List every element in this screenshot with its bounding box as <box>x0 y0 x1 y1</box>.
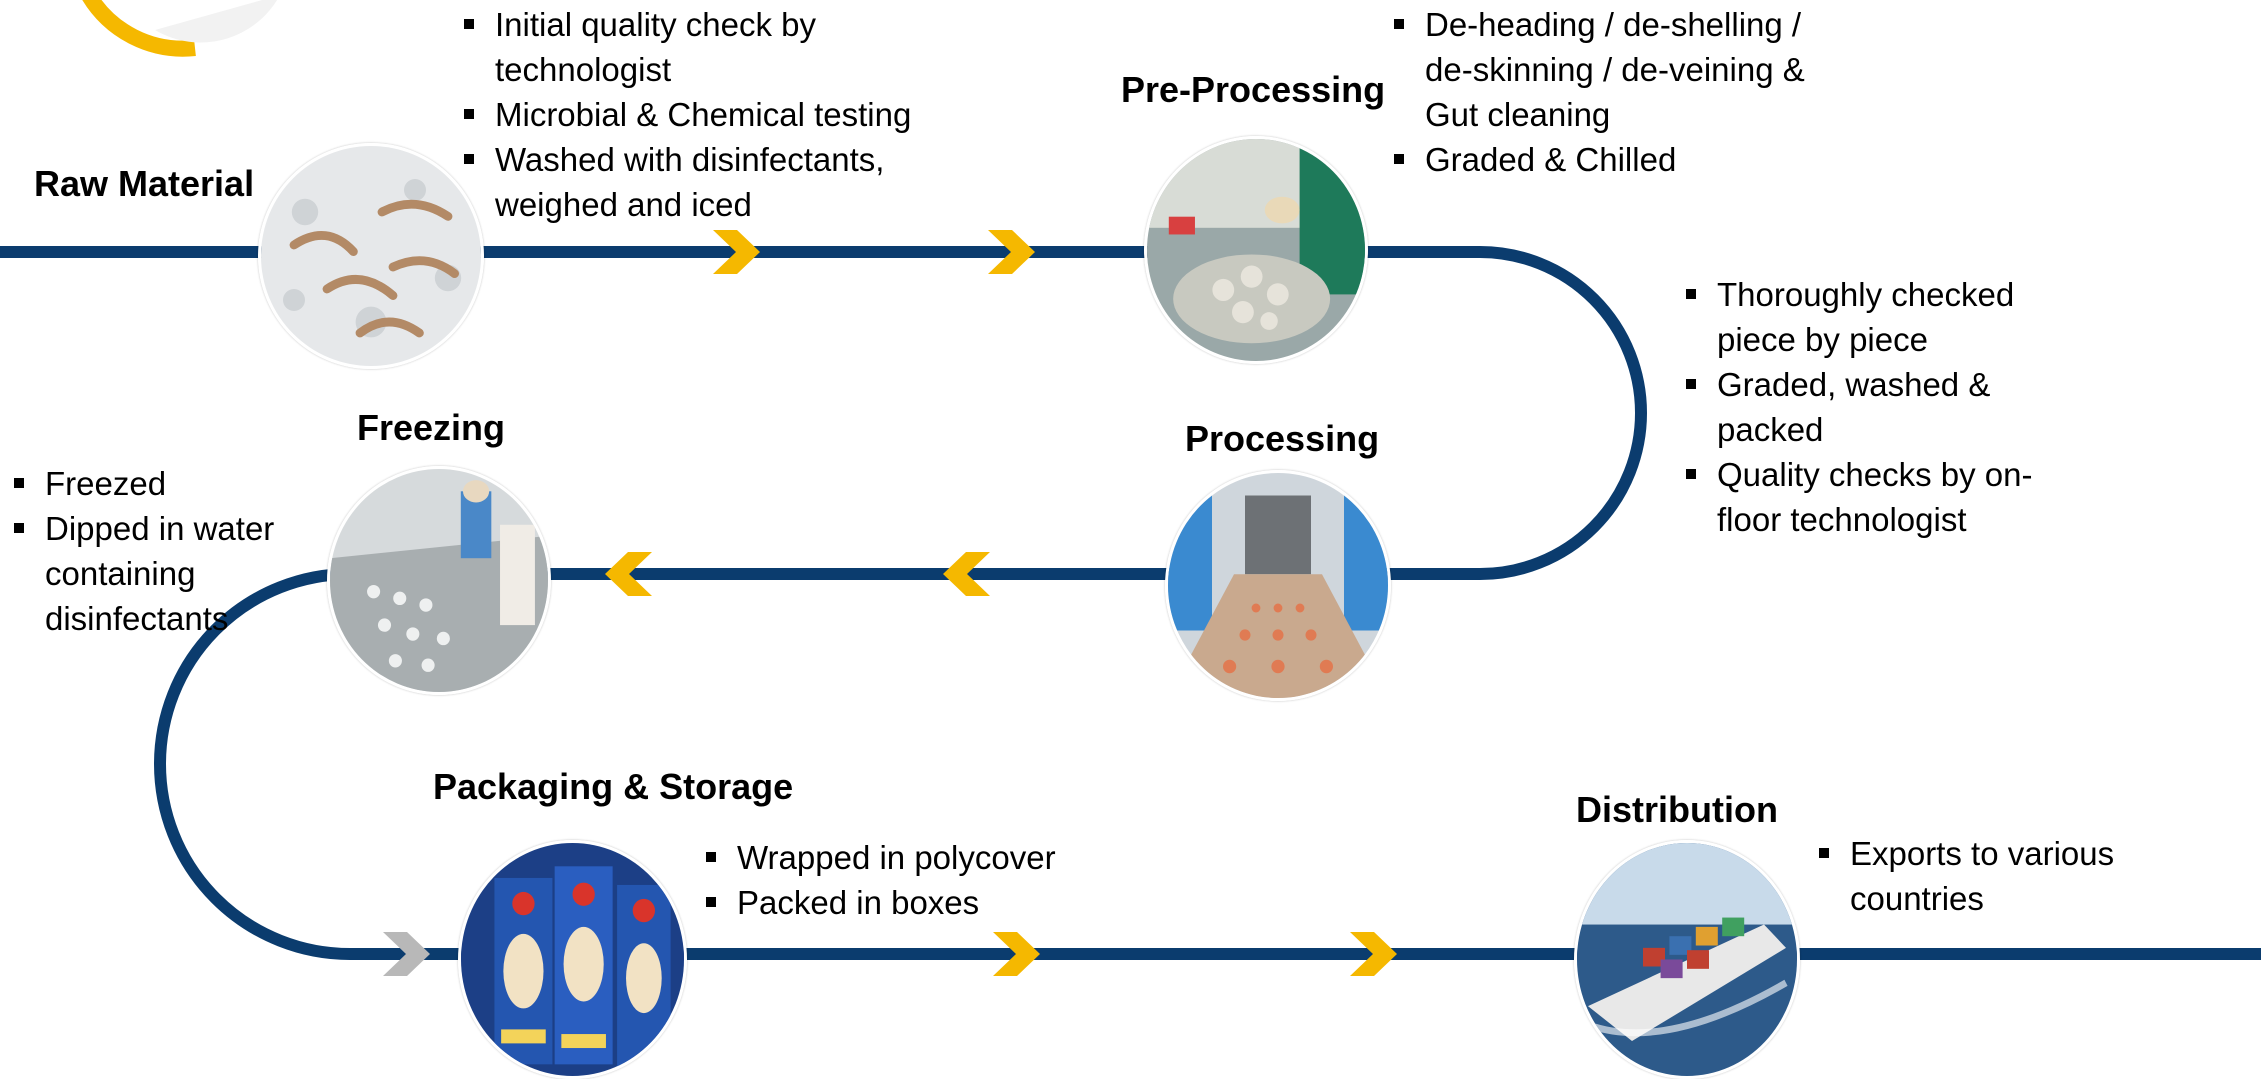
peeling-workers-photo <box>1144 136 1368 364</box>
processing-line-photo <box>1165 470 1391 701</box>
chevron-right-icon <box>1350 932 1397 976</box>
bullet-item: Washed with disinfectants, weighed and i… <box>462 137 982 227</box>
stage-title-raw-material: Raw Material <box>34 163 255 204</box>
stage-title-processing: Processing <box>1185 418 1380 459</box>
stage-title-pre-processing: Pre-Processing <box>1121 69 1386 110</box>
raw-shrimp-on-ice-photo <box>258 143 484 369</box>
bullet-item: Freezed <box>12 461 302 506</box>
pre-processing-bullets: De-heading / de-shelling / de-skinning /… <box>1392 2 1842 182</box>
chevrons <box>383 230 1397 976</box>
chevron-right-icon <box>713 230 760 274</box>
freezing-bullets: Freezed Dipped in water containing disin… <box>12 461 302 641</box>
container-ship-photo <box>1574 840 1800 1079</box>
raw-material-bullets: Initial quality check by technologist Mi… <box>462 2 982 227</box>
stage-title-distribution: Distribution <box>1576 789 1778 830</box>
bullet-item: Graded, washed & packed <box>1684 362 2084 452</box>
chevron-right-icon <box>988 230 1035 274</box>
stage-title-packaging: Packaging & Storage <box>433 766 794 807</box>
packaging-bullets: Wrapped in polycover Packed in boxes <box>704 835 1164 925</box>
bullet-item: Exports to various countries <box>1817 831 2147 921</box>
bullet-item: Initial quality check by technologist <box>462 2 982 92</box>
chevron-left-icon <box>605 552 652 596</box>
logo-fragment <box>82 0 278 57</box>
bullet-item: Packed in boxes <box>704 880 1164 925</box>
processing-bullets: Thoroughly checked piece by piece Graded… <box>1684 272 2084 542</box>
bullet-item: Wrapped in polycover <box>704 835 1164 880</box>
bullet-item: Graded & Chilled <box>1392 137 1842 182</box>
bullet-item: Dipped in water containing disinfectants <box>12 506 302 641</box>
bullet-item: Quality checks by on-floor technologist <box>1684 452 2084 542</box>
freezing-tunnel-photo <box>327 466 551 695</box>
distribution-bullets: Exports to various countries <box>1817 831 2147 921</box>
chevron-right-icon <box>383 932 430 976</box>
chevron-right-icon <box>993 932 1040 976</box>
chevron-left-icon <box>943 552 990 596</box>
stage-title-freezing: Freezing <box>357 407 506 448</box>
bullet-item: Thoroughly checked piece by piece <box>1684 272 2084 362</box>
packed-shrimp-bags-photo <box>458 840 687 1079</box>
bullet-item: Microbial & Chemical testing <box>462 92 982 137</box>
bullet-item: De-heading / de-shelling / de-skinning /… <box>1392 2 1842 137</box>
